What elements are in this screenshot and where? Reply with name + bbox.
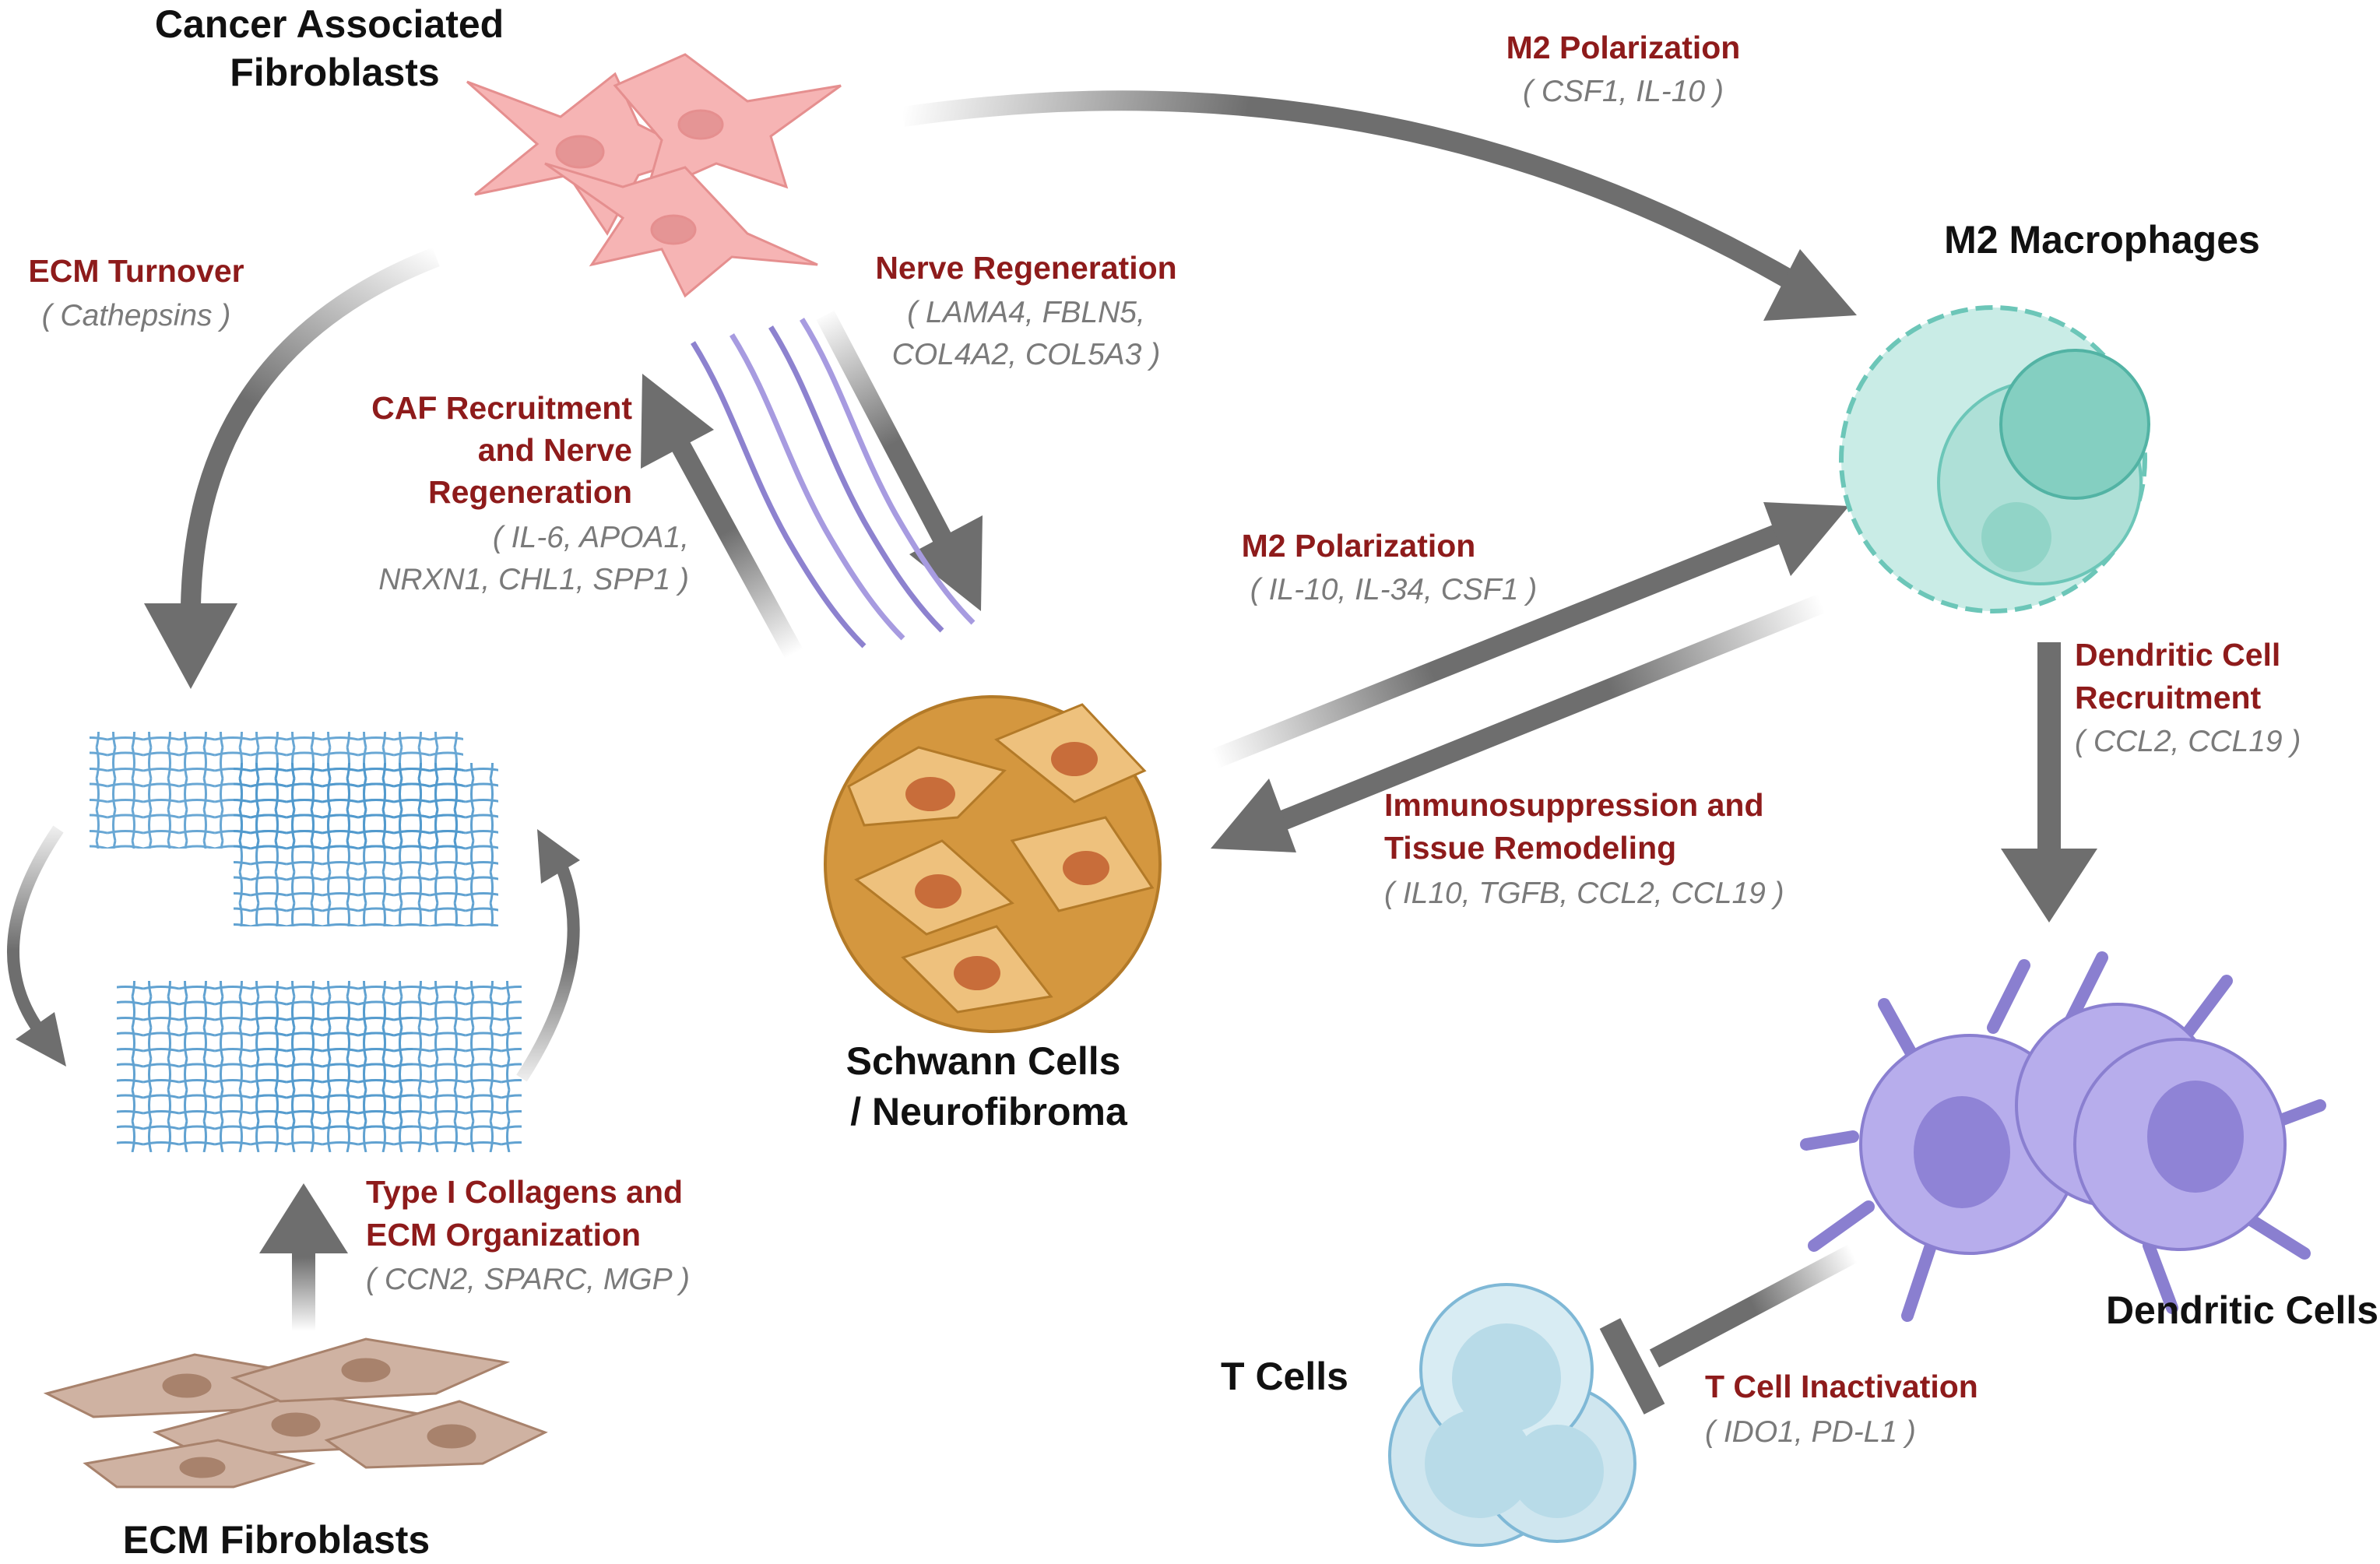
- arrow-m2-to-dendritic: [2001, 642, 2097, 923]
- arrow-nerve-to-schwann: [816, 310, 983, 611]
- process-title-line2: Tissue Remodeling: [1384, 830, 1676, 866]
- process-nerve-regeneration: Nerve Regeneration ( LAMA4, FBLN5, COL4A…: [875, 250, 1176, 371]
- dendritic-cells-label: Dendritic Cells: [2106, 1288, 2378, 1332]
- process-collagens: Type I Collagens and ECM Organization ( …: [366, 1174, 690, 1296]
- process-title-line2: ECM Organization: [366, 1217, 641, 1253]
- macrophage-icon: [1839, 305, 2150, 613]
- process-title-line2: and Nerve: [478, 432, 632, 468]
- schwann-cell-cluster-icon: [824, 695, 1162, 1033]
- process-genes-line1: ( LAMA4, FBLN5,: [907, 296, 1145, 329]
- process-genes: ( CCN2, SPARC, MGP ): [366, 1263, 690, 1296]
- process-title: M2 Polarization: [1506, 30, 1741, 65]
- t-cell-icon: [1388, 1283, 1636, 1547]
- process-genes: ( Cathepsins ): [42, 299, 231, 332]
- process-ecm-turnover: ECM Turnover ( Cathepsins ): [28, 253, 244, 332]
- process-genes-line1: ( IL-6, APOA1,: [493, 521, 689, 554]
- process-title-line3: Regeneration: [428, 474, 632, 510]
- schwann-cells-label: Schwann Cells / Neurofibroma: [846, 1039, 1132, 1133]
- arrow-schwann-to-caf: [641, 374, 803, 659]
- arrow-schwann-to-m2: [1211, 502, 1849, 769]
- process-title: M2 Polarization: [1242, 528, 1476, 564]
- nerve-fiber-icon: [691, 318, 976, 648]
- arrow-ecm-turnover: [144, 247, 440, 689]
- arrow-m2-to-schwann: [1211, 593, 1826, 852]
- process-title-line1: Immunosuppression and: [1384, 787, 1764, 823]
- dendritic-cell-icon: [1800, 951, 2326, 1322]
- t-cells-label: T Cells: [1221, 1355, 1348, 1398]
- process-title: T Cell Inactivation: [1705, 1369, 1978, 1404]
- caf-label: Cancer Associated Fibroblasts: [155, 2, 515, 94]
- process-tcell-inactivation: T Cell Inactivation ( IDO1, PD-L1 ): [1705, 1369, 1978, 1449]
- process-genes-line2: NRXN1, CHL1, SPP1 ): [378, 563, 689, 596]
- process-title-line1: Dendritic Cell: [2075, 637, 2280, 673]
- process-genes: ( IDO1, PD-L1 ): [1705, 1415, 1916, 1449]
- process-title: Nerve Regeneration: [875, 250, 1176, 286]
- arrow-caf-to-m2: [902, 90, 1857, 321]
- process-title-line1: CAF Recruitment: [371, 390, 632, 426]
- process-title: ECM Turnover: [28, 253, 244, 289]
- arrow-ecm-fibroblasts-to-collagen: [259, 1183, 348, 1331]
- fibroblast-cluster-icon: [466, 53, 842, 298]
- collagen-cycle-arrows: [6, 825, 580, 1082]
- process-genes: ( IL-10, IL-34, CSF1 ): [1250, 573, 1537, 606]
- inhibition-dendritic-to-tcell: [1599, 1244, 1858, 1415]
- m2-macrophages-label: M2 Macrophages: [1944, 218, 2260, 262]
- collagen-mesh-icon: [90, 732, 522, 1152]
- ecm-fibroblast-icon: [43, 1337, 548, 1488]
- process-genes: ( CSF1, IL-10 ): [1523, 75, 1724, 108]
- process-genes-line2: COL4A2, COL5A3 ): [892, 338, 1161, 371]
- ecm-fibroblasts-label: ECM Fibroblasts: [123, 1518, 430, 1562]
- process-immunosuppression: Immunosuppression and Tissue Remodeling …: [1384, 787, 1784, 910]
- process-genes: ( CCL2, CCL19 ): [2075, 725, 2301, 758]
- process-dc-recruitment: Dendritic Cell Recruitment ( CCL2, CCL19…: [2075, 637, 2301, 758]
- process-m2-polarization-top: M2 Polarization ( CSF1, IL-10 ): [1506, 30, 1741, 108]
- process-caf-recruitment: CAF Recruitment and Nerve Regeneration (…: [371, 390, 689, 596]
- process-title-line1: Type I Collagens and: [366, 1174, 683, 1210]
- process-m2-polarization-mid: M2 Polarization ( IL-10, IL-34, CSF1 ): [1242, 528, 1538, 606]
- process-title-line2: Recruitment: [2075, 680, 2262, 715]
- process-genes: ( IL10, TGFB, CCL2, CCL19 ): [1384, 877, 1784, 910]
